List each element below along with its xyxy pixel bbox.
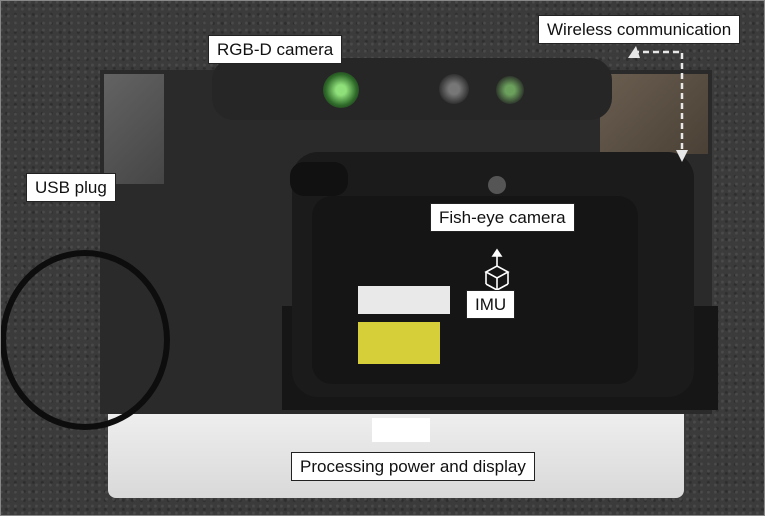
tablet-barcode-sticker [358,286,450,314]
rgbd-camera-label: RGB-D camera [208,35,343,64]
imu-cube-icon [484,248,510,291]
laptop-barcode-sticker [372,418,430,442]
wireless-arrow-head [628,46,640,58]
usb-cable-coil [0,250,170,430]
processing-power-label: Processing power and display [291,452,535,481]
laptop-base [108,398,684,498]
fisheye-lens-icon [488,176,506,194]
imu-label: IMU [466,290,516,319]
wireless-communication-label: Wireless communication [538,15,741,44]
camera-lens-icon [496,76,524,104]
fisheye-camera-label: Fish-eye camera [430,203,575,232]
wireless-arrow-head [676,150,688,162]
ferrite-bead [290,162,348,196]
tablet-warning-sticker [358,322,440,364]
tape-left [104,74,164,184]
tape-right [600,74,708,154]
rgbd-camera-device [212,58,612,120]
wireless-arrow [633,50,684,160]
camera-lens-icon [323,72,359,108]
usb-plug-label: USB plug [26,173,116,202]
camera-lens-icon [439,74,469,104]
